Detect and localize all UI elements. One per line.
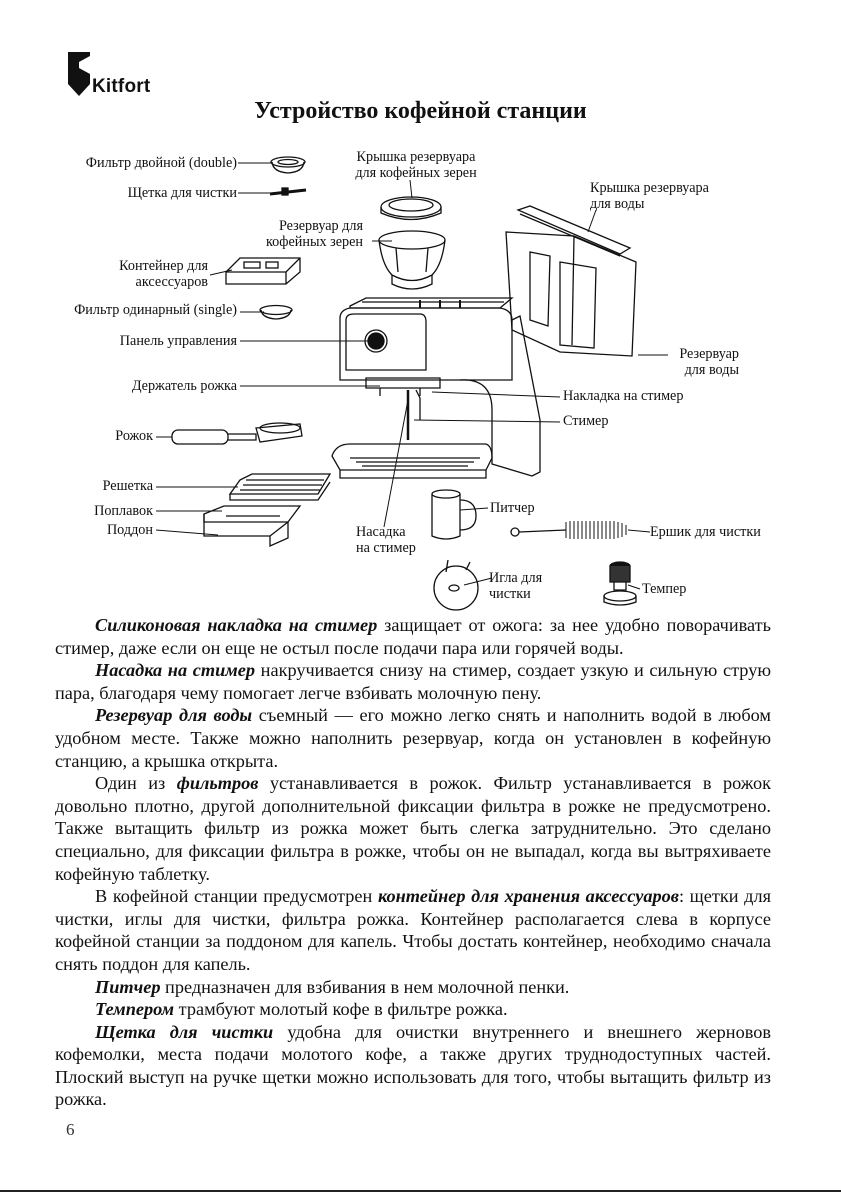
paragraph: Темпером трамбуют молотый кофе в фильтре… <box>95 999 508 1020</box>
kitfort-logo-icon <box>68 52 90 96</box>
label-filter-double: Фильтр двойной (double) <box>85 155 237 171</box>
coffee-machine-icon <box>331 297 541 479</box>
accessory-container-icon <box>225 257 301 285</box>
label-pitcher: Питчер <box>490 500 535 516</box>
label-tamper: Темпер <box>642 581 687 597</box>
paragraph: Резервуар для воды съемный — его можно л… <box>55 705 772 771</box>
label-brush: Щетка для чистки <box>127 185 237 201</box>
description-text: Силиконовая накладка на стимер защищает … <box>55 614 771 1111</box>
label-tray: Поддон <box>106 522 153 538</box>
paragraph: Щетка для чистки удобна для очистки внут… <box>55 1021 772 1110</box>
paragraph: Силиконовая накладка на стимер защищает … <box>55 615 771 658</box>
cleaning-brush-icon <box>269 187 307 196</box>
bottle-brush-icon <box>510 521 627 539</box>
bean-lid-icon <box>380 196 442 221</box>
bean-tank-icon <box>378 230 446 290</box>
label-bottle-brush: Ершик для чистки <box>650 524 761 540</box>
coffee-station-diagram <box>155 156 668 611</box>
label-control-panel: Панель управления <box>119 333 237 349</box>
milk-pitcher-icon <box>431 489 477 540</box>
paragraph: В кофейной станции предусмотрен контейне… <box>55 886 771 974</box>
page-bottom-rule <box>0 1190 841 1192</box>
brand-name: Kitfort <box>92 76 151 97</box>
cleaning-needle-icon <box>433 559 479 611</box>
filter-double-icon <box>270 156 306 174</box>
label-grid: Решетка <box>102 478 153 494</box>
page-number: 6 <box>66 1120 75 1139</box>
label-steam-cover: Накладка на стимер <box>563 388 684 404</box>
water-tank-icon <box>505 231 637 357</box>
leader-lines <box>155 162 668 590</box>
portafilter-icon <box>171 422 303 445</box>
label-filter-single: Фильтр одинарный (single) <box>74 302 237 318</box>
label-portafilter: Рожок <box>115 428 153 444</box>
label-float: Поплавок <box>94 503 153 519</box>
paragraph: Питчер предназначен для взбивания в нем … <box>95 976 570 997</box>
page-title: Устройство кофейной станции <box>254 98 587 124</box>
label-steamer: Стимер <box>563 413 609 429</box>
drip-grid-icon <box>228 473 332 501</box>
paragraph: Насадка на стимер накручивается снизу на… <box>55 660 771 703</box>
filter-single-icon <box>259 304 293 320</box>
paragraph: Один из фильтров устанавливается в рожок… <box>55 773 771 884</box>
label-portafilter-holder: Держатель рожка <box>131 378 237 394</box>
drip-tray-icon <box>203 505 302 548</box>
tamper-icon <box>603 561 637 606</box>
